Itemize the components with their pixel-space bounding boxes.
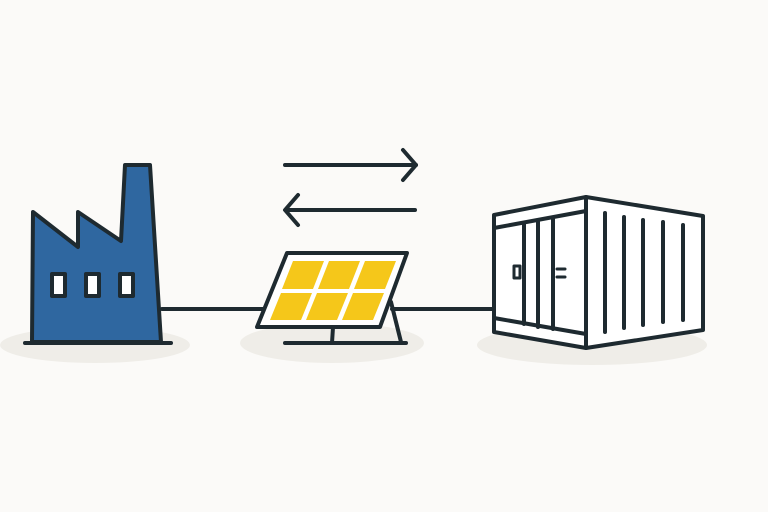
arrow-right-icon bbox=[283, 148, 418, 182]
factory-icon bbox=[23, 163, 173, 345]
arrow-left-icon bbox=[283, 193, 417, 227]
shipping-container-icon bbox=[492, 195, 705, 350]
solar-panel-icon bbox=[255, 251, 409, 345]
